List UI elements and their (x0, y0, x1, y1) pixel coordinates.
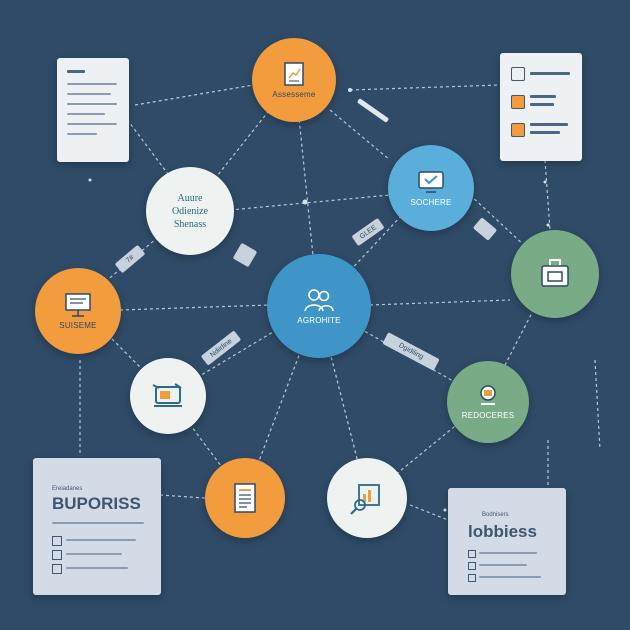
assessment-node[interactable]: Assesseme (252, 38, 336, 122)
analysis-node[interactable] (327, 458, 407, 538)
link-edge-right (594, 359, 601, 451)
software-node[interactable]: SOCHERE (388, 145, 474, 231)
resources-node[interactable]: REDOCERES (447, 361, 529, 443)
link-card-to-orange (159, 494, 206, 499)
node-label: AGROHITE (297, 316, 341, 325)
cart-icon (480, 385, 496, 405)
report-node[interactable] (205, 458, 285, 538)
business-card-bottom-right: Bodnisers lobbiess (448, 488, 566, 595)
checkbox-icon (511, 123, 525, 137)
node-text-line: Auure (177, 192, 203, 204)
presentation-node[interactable]: SUISEME (35, 268, 121, 354)
text-line (67, 70, 85, 73)
link-doc-to-left (119, 109, 181, 191)
link-center-to-bottom-orange (244, 304, 319, 499)
node-label: Assesseme (272, 90, 316, 99)
laptop-icon (152, 383, 182, 407)
link-left-to-lblue (229, 194, 391, 211)
laptop-node[interactable] (130, 358, 206, 434)
document-card-top-left (57, 58, 129, 162)
business-card-bottom-left: Ereiadanes BUPORISS (33, 458, 161, 595)
checkbox-icon (468, 550, 476, 558)
node-label: SOCHERE (410, 198, 452, 207)
checkbox-icon (511, 95, 525, 109)
link-top-to-lblue (329, 109, 391, 161)
connector-tag-label: 7# (124, 253, 136, 265)
link-top-to-doc (349, 84, 501, 91)
document-chart-icon (284, 62, 304, 86)
checkbox-icon (52, 564, 62, 574)
card-title: lobbiess (468, 522, 537, 541)
checkbox-icon (52, 550, 62, 560)
link-doc-to-green (544, 159, 551, 231)
checkbox-icon (511, 67, 525, 81)
magnifier-chart-icon (350, 484, 380, 515)
checkbox-icon (468, 562, 476, 570)
monitor-icon (418, 171, 444, 193)
people-icon (304, 289, 334, 312)
node-text-line: Odienize (171, 205, 209, 217)
node-label: SUISEME (59, 321, 97, 330)
audit-node[interactable]: Auure Odienize Shenass (146, 167, 234, 255)
briefcase-icon (541, 259, 569, 287)
node-text-line: Shenass (173, 218, 207, 230)
checkbox-icon (52, 536, 62, 546)
central-hub-node[interactable]: AGROHITE (267, 254, 371, 358)
link-orange-to-center (119, 304, 271, 311)
link-white-to-card (409, 504, 449, 521)
card-subtitle: Ereiadanes (52, 486, 83, 492)
checklist-card-top-right (500, 53, 582, 161)
node-label: REDOCERES (461, 411, 515, 420)
briefcase-node[interactable] (511, 230, 599, 318)
presentation-board-icon (65, 293, 91, 317)
checkbox-icon (468, 574, 476, 582)
card-title: BUPORISS (52, 494, 141, 513)
link-center-to-green (369, 299, 511, 306)
link-lblue-to-green (469, 194, 554, 273)
document-icon (234, 483, 256, 513)
card-subtitle: Bodnisers (482, 512, 509, 518)
